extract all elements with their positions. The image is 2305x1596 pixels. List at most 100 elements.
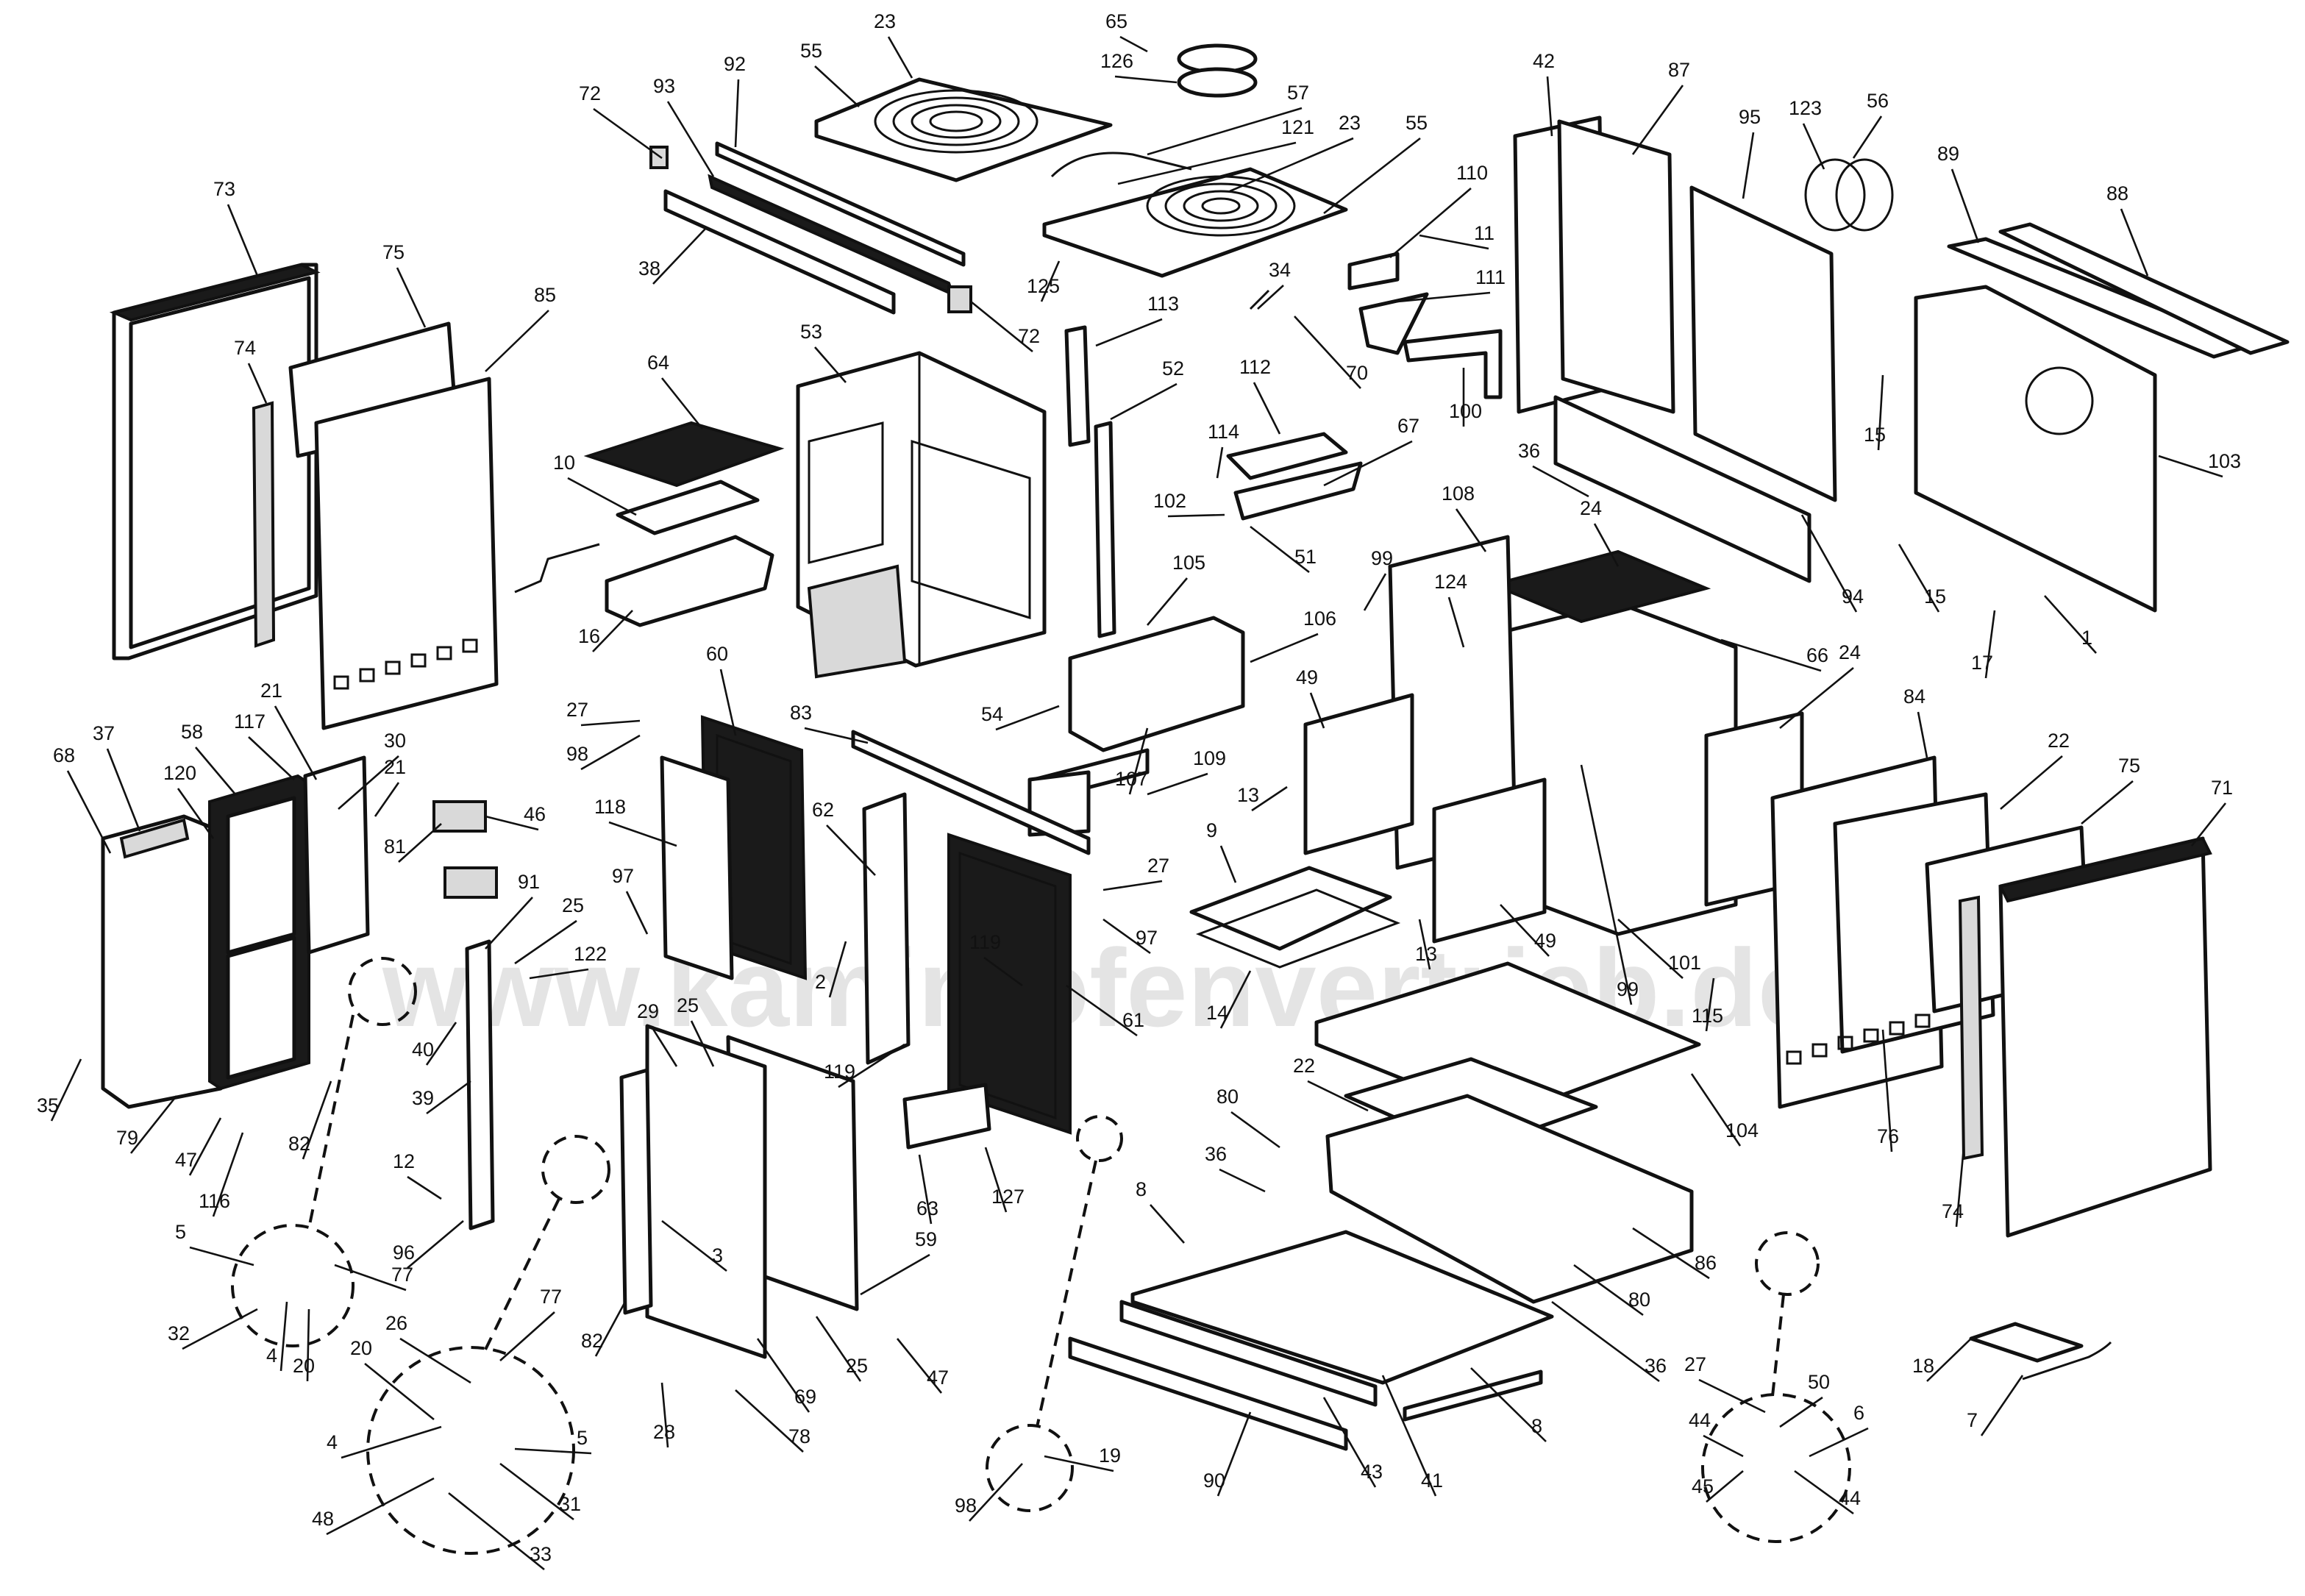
part-number-label: 27	[566, 699, 588, 721]
callout-leader-line	[1455, 508, 1487, 552]
callout-leader-line	[1955, 1147, 1965, 1228]
callout-leader-line	[1794, 1469, 1854, 1515]
callout-leader-line	[407, 1175, 442, 1200]
callout-leader-line	[1809, 1427, 1869, 1458]
part-number-label: 72	[1018, 325, 1040, 347]
callout-leader-line	[1253, 382, 1281, 435]
callout-leader-line	[364, 1362, 435, 1421]
callout-leader-line	[1631, 85, 1684, 155]
part-number-label: 51	[1294, 546, 1317, 568]
part-number-label: 19	[1099, 1444, 1121, 1467]
callout-leader-line	[1418, 919, 1431, 970]
left-door-assembly	[101, 755, 498, 1109]
callout-leader-line	[1389, 188, 1472, 258]
callout-leader-line	[690, 1020, 715, 1067]
part-number-label: 77	[391, 1264, 413, 1286]
callout-leader-line	[247, 363, 268, 404]
callout-leader-line	[514, 1447, 592, 1455]
callout-leader-line	[66, 770, 112, 854]
part-number-label: 114	[1208, 421, 1239, 443]
callout-leader-line	[1980, 1375, 2024, 1436]
part-number-label: 20	[293, 1355, 315, 1377]
part-number-label: 47	[927, 1367, 949, 1389]
part-number-label: 12	[393, 1150, 415, 1172]
callout-leader-line	[1117, 141, 1297, 185]
part-number-label: 87	[1668, 59, 1690, 81]
part-number-label: 94	[1842, 585, 1864, 608]
part-number-label: 25	[677, 994, 699, 1016]
part-number-label: 42	[1533, 50, 1555, 72]
firebox-body	[796, 351, 1047, 679]
part-number-label: 83	[790, 702, 812, 724]
callout-leader-line	[499, 1311, 555, 1361]
callout-leader-line	[2120, 208, 2149, 277]
part-number-label: 123	[1789, 97, 1822, 119]
part-number-label: 73	[213, 178, 235, 200]
part-number-label: 103	[2208, 450, 2241, 472]
part-number-label: 118	[594, 796, 626, 818]
callout-leader-line	[1698, 1378, 1766, 1414]
callout-leader-line	[1257, 285, 1284, 310]
part-number-label: 5	[175, 1221, 186, 1243]
callout-leader-line	[1573, 1264, 1644, 1317]
part-number-label: 74	[1942, 1200, 1964, 1222]
part-number-label: 40	[412, 1039, 434, 1061]
part-number-label: 34	[1269, 259, 1291, 281]
part-number-label: 28	[653, 1421, 675, 1443]
part-number-label: 86	[1695, 1252, 1717, 1274]
part-number-label: 85	[534, 284, 556, 306]
part-number-label: 41	[1421, 1469, 1443, 1492]
part-number-label: 52	[1162, 357, 1184, 380]
part-number-label: 3	[712, 1244, 723, 1267]
part-number-label: 112	[1239, 356, 1271, 378]
part-number-label: 110	[1456, 162, 1488, 184]
callout-leader-line	[1690, 1073, 1742, 1147]
part-number-label: 7	[1967, 1409, 1978, 1431]
part-number-label: 127	[991, 1186, 1025, 1208]
part-number-label: 126	[1100, 50, 1133, 72]
part-number-label: 59	[915, 1228, 937, 1250]
part-number-label: 95	[1739, 106, 1761, 128]
callout-leader-line	[2081, 780, 2134, 825]
part-number-label: 119	[824, 1061, 855, 1083]
callout-leader-line	[1470, 1367, 1547, 1442]
callout-leader-line	[828, 941, 847, 998]
callout-leader-line	[970, 300, 1033, 353]
part-number-label: 21	[260, 680, 282, 702]
part-number-label: 4	[266, 1344, 277, 1367]
part-number-label: 23	[874, 10, 896, 32]
part-number-label: 117	[234, 710, 266, 733]
part-number-label: 98	[566, 743, 588, 765]
callout-leader-line	[1147, 107, 1303, 156]
part-number-label: 72	[579, 82, 601, 104]
callout-leader-line	[1250, 525, 1310, 574]
part-number-label: 23	[1339, 112, 1361, 134]
left-side-panel-assembly	[109, 263, 499, 730]
part-number-label: 68	[53, 744, 75, 766]
part-number-label: 14	[1206, 1002, 1228, 1024]
part-number-label: 108	[1442, 482, 1475, 505]
part-number-label: 32	[168, 1322, 190, 1344]
callout-leader-line	[1250, 633, 1319, 663]
callout-leader-line	[407, 1220, 464, 1269]
part-number-label: 111	[1475, 266, 1506, 288]
callout-leader-line	[1950, 168, 1980, 243]
part-number-label: 113	[1147, 293, 1179, 315]
callout-leader-line	[189, 1246, 254, 1267]
control-parts	[1064, 252, 1503, 638]
part-number-label: 27	[1684, 1353, 1706, 1375]
grate-and-ashpan	[514, 421, 785, 627]
callout-leader-line	[326, 1477, 435, 1536]
part-number-label: 36	[1518, 440, 1540, 462]
callout-leader-line	[1251, 785, 1288, 812]
callout-leader-line	[1742, 132, 1755, 199]
callout-leader-line	[652, 227, 707, 285]
callout-leader-line	[983, 956, 1023, 987]
part-number-label: 18	[1912, 1355, 1934, 1377]
callout-leader-line	[719, 669, 737, 736]
part-number-label: 77	[540, 1286, 562, 1308]
callout-leader-line	[1852, 115, 1883, 159]
callout-leader-line	[1147, 772, 1208, 796]
part-number-label: 75	[2118, 755, 2140, 777]
callout-leader-line	[1216, 446, 1224, 479]
